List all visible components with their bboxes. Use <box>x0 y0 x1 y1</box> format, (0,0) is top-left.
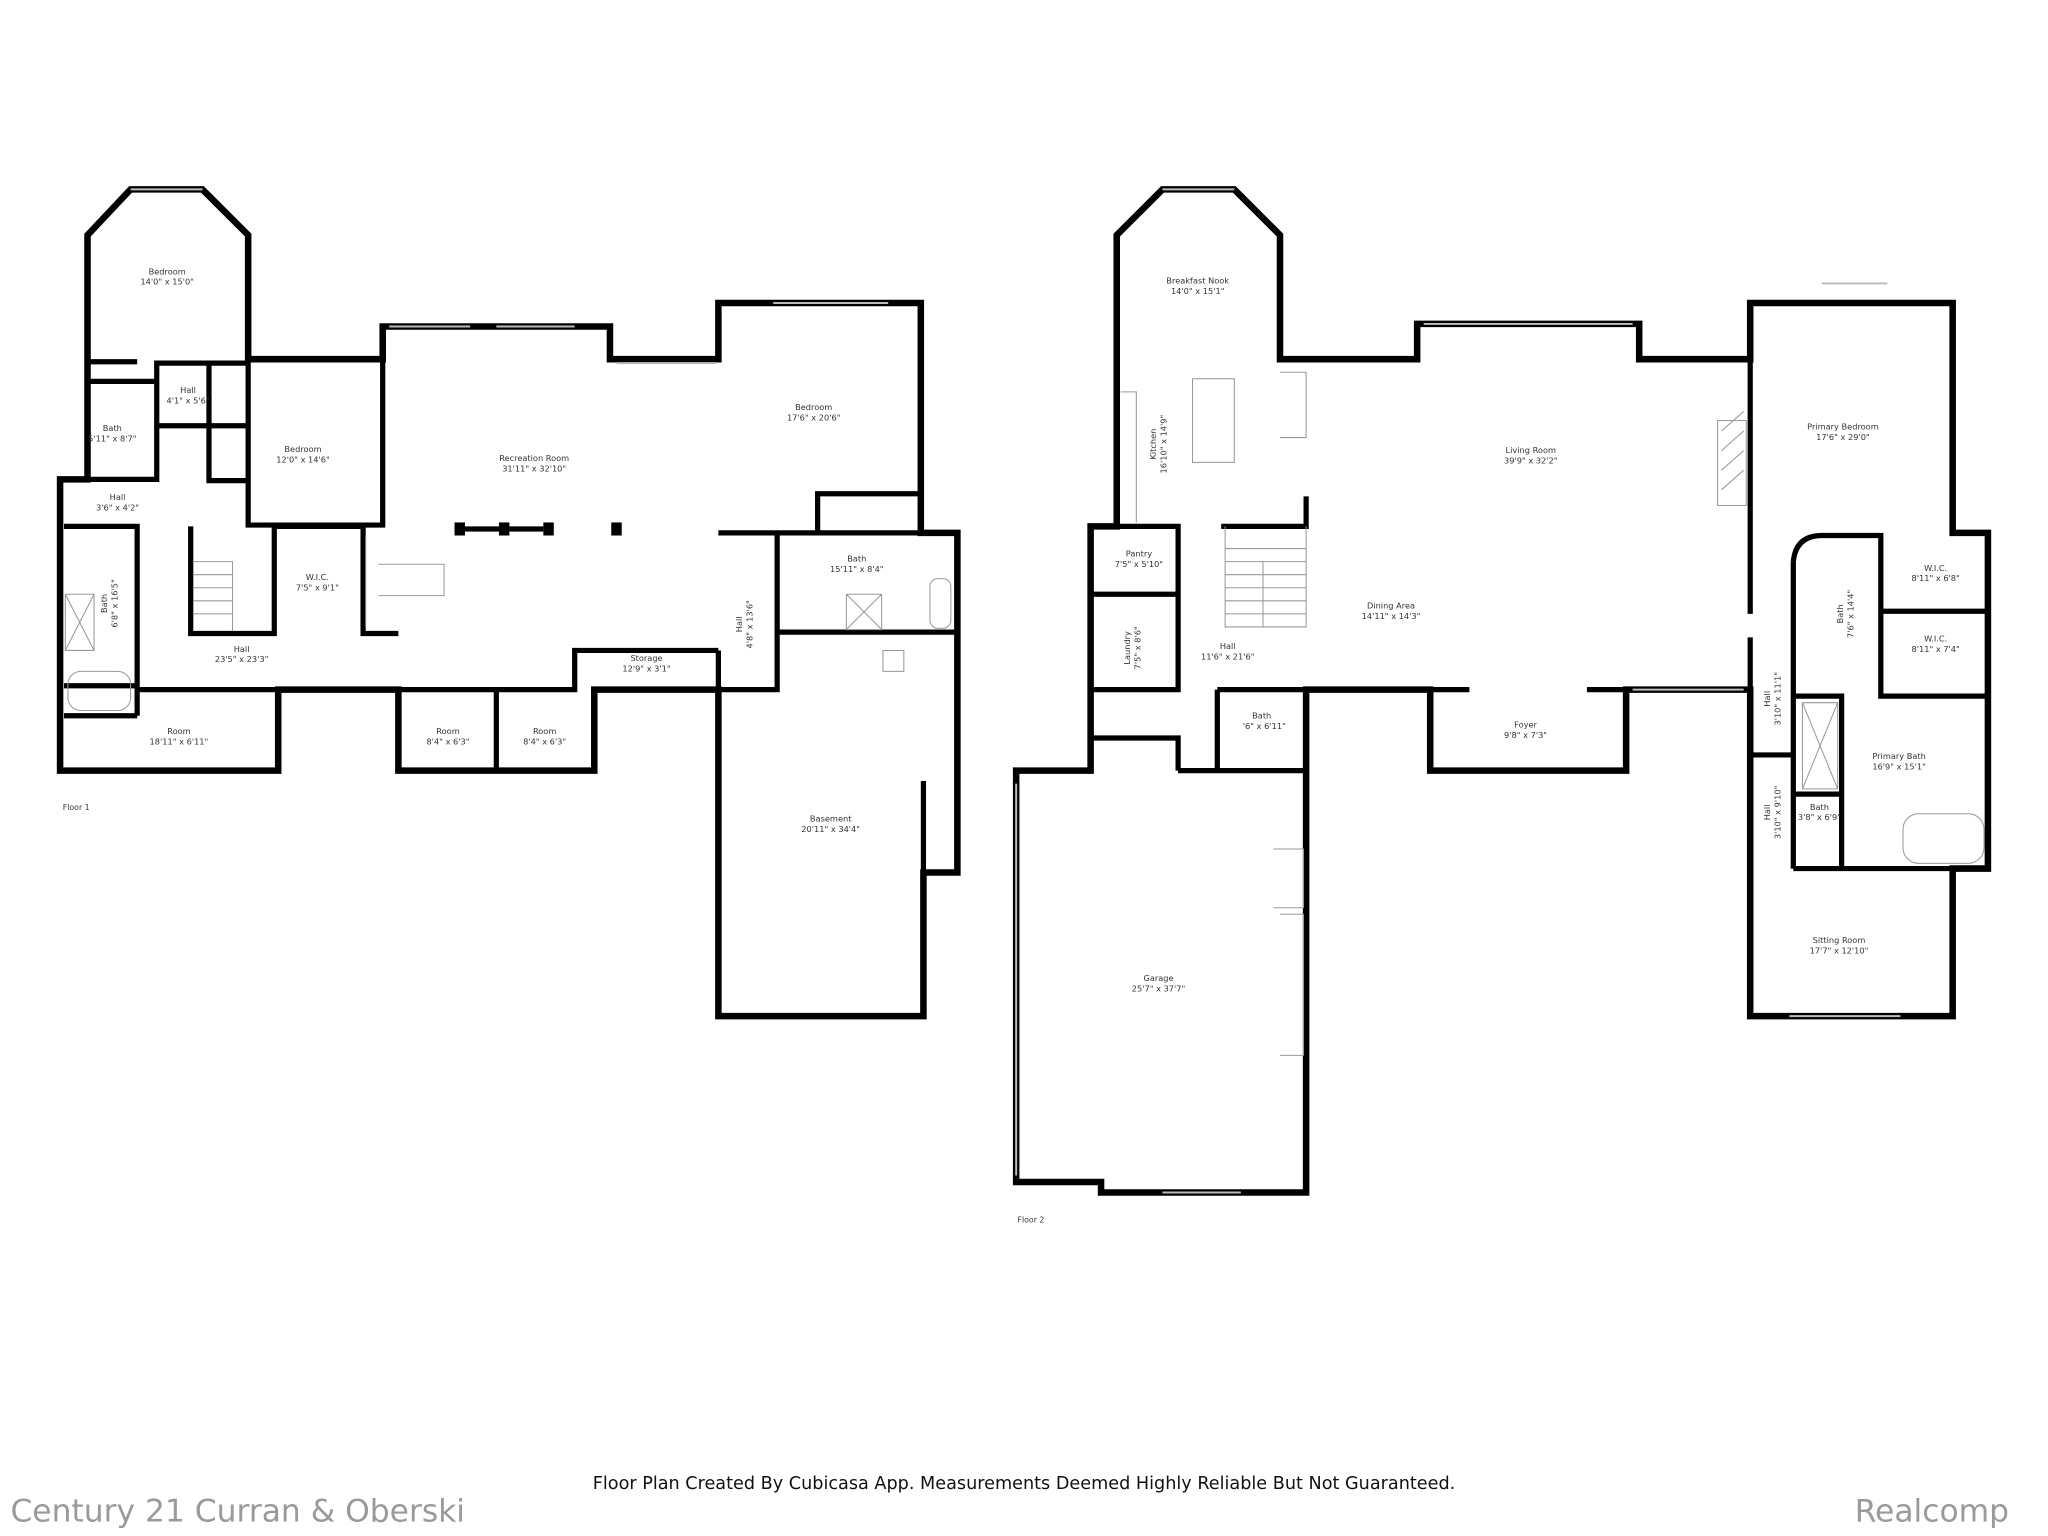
room-name: Primary Bedroom <box>1807 422 1879 432</box>
room-name: Bedroom <box>284 444 321 454</box>
room-name: Storage <box>630 653 662 663</box>
room-name: Room <box>533 726 556 736</box>
room-dims: 7'5" x 8'6" <box>1132 626 1142 669</box>
floor-1-room-labels: Bedroom 14'0" x 15'0" Hall 4'1" x 5'6" B… <box>88 266 883 834</box>
room-name: Bath <box>1835 604 1845 623</box>
floor-2-room-labels: Breakfast Nook 14'0" x 15'1" Kitchen 16'… <box>1115 275 1960 993</box>
room-dims: 3'10" x 9'10" <box>1772 786 1782 840</box>
floor-2-windows <box>1015 188 1901 1194</box>
room-dims: 9'8" x 7'3" <box>1504 730 1547 740</box>
room-name: Dining Area <box>1367 601 1415 611</box>
disclaimer-text: Floor Plan Created By Cubicasa App. Meas… <box>593 1474 1456 1494</box>
floor-1-outer-wall <box>56 186 961 1020</box>
room-dims: 7'5" x 5'10" <box>1115 559 1163 569</box>
room-dims: 4'1" x 5'6" <box>167 396 210 406</box>
room-dims: 3'10" x 11'1" <box>1772 672 1782 726</box>
room-dims: 8'4" x 6'3" <box>426 736 469 746</box>
floor-2-outer-wall <box>1012 186 1992 1196</box>
room-name: Primary Bath <box>1872 751 1925 761</box>
room-name: Hall <box>1762 805 1772 821</box>
floor-1-windows <box>130 188 889 365</box>
room-name: Hall <box>234 644 250 654</box>
watermark-brokerage: Century 21 Curran & Oberski <box>10 1494 465 1530</box>
room-dims: 23'5" x 23'3" <box>215 654 269 664</box>
room-name: Bath <box>1810 802 1829 812</box>
room-name: Bath <box>847 554 866 564</box>
room-name: Bedroom <box>795 402 832 412</box>
room-dims: 8'4" x 6'3" <box>523 736 566 746</box>
room-dims: 31'11" x 32'10" <box>502 464 566 474</box>
room-dims: 8'11" x 6'8" <box>1912 573 1960 583</box>
floor-1-interior-walls <box>63 359 958 873</box>
room-dims: 14'0" x 15'0" <box>140 277 194 287</box>
floor-2-plan: Breakfast Nook 14'0" x 15'1" Kitchen 16'… <box>1012 186 1992 1225</box>
room-dims: 25'7" x 37'7" <box>1132 983 1186 993</box>
room-name: Hall <box>1220 641 1236 651</box>
room-name: Garage <box>1143 973 1173 983</box>
room-dims: 5'11" x 8'7" <box>88 433 136 443</box>
floor-2-fixtures <box>1120 371 1985 1056</box>
room-name: Laundry <box>1122 631 1132 665</box>
room-name: Bath <box>99 594 109 613</box>
room-name: Room <box>167 726 190 736</box>
room-name: Hall <box>1762 691 1772 707</box>
room-name: Hall <box>110 492 126 502</box>
room-dims: 6'8" x 16'5" <box>110 579 120 627</box>
room-name: Bedroom <box>149 266 186 276</box>
room-name: Bath <box>1252 710 1271 720</box>
floor-2-interior-walls <box>1090 235 1988 1017</box>
room-dims: 3'6" x 4'2" <box>96 503 139 513</box>
room-name: Pantry <box>1126 548 1152 558</box>
room-dims: '6" x 6'11" <box>1243 721 1286 731</box>
room-dims: 17'6" x 29'0" <box>1816 432 1870 442</box>
floor-2-label: Floor 2 <box>1017 1216 1044 1225</box>
room-name: Kitchen <box>1148 429 1158 460</box>
room-dims: 4'8" x 13'6" <box>744 600 754 648</box>
floor-1-fixtures <box>64 522 952 712</box>
room-dims: 15'11" x 8'4" <box>830 564 884 574</box>
room-name: W.I.C. <box>1924 633 1947 643</box>
room-dims: 7'5" x 9'1" <box>296 582 339 592</box>
room-name: W.I.C. <box>1924 563 1947 573</box>
floor-1-label: Floor 1 <box>63 803 90 812</box>
room-name: Hall <box>734 616 744 632</box>
room-dims: 12'9" x 3'1" <box>622 663 670 673</box>
room-name: Bath <box>103 423 122 433</box>
room-dims: 8'11" x 7'4" <box>1912 644 1960 654</box>
room-dims: 17'7" x 12'10" <box>1810 945 1869 955</box>
room-name: Foyer <box>1514 720 1537 730</box>
room-dims: 16'10" x 14'9" <box>1158 415 1168 474</box>
room-name: Living Room <box>1506 445 1556 455</box>
room-dims: 11'6" x 21'6" <box>1201 652 1255 662</box>
room-name: Hall <box>180 385 196 395</box>
room-dims: 18'11" x 6'11" <box>150 736 209 746</box>
room-name: Basement <box>810 814 852 824</box>
room-dims: 3'8" x 6'9" <box>1798 812 1841 822</box>
room-name: Breakfast Nook <box>1166 275 1229 285</box>
room-dims: 20'11" x 34'4" <box>801 824 860 834</box>
room-dims: 16'9" x 15'1" <box>1872 761 1926 771</box>
room-name: Recreation Room <box>499 453 569 463</box>
room-name: Room <box>436 726 459 736</box>
room-name: Sitting Room <box>1813 935 1866 945</box>
room-dims: 14'0" x 15'1" <box>1171 286 1225 296</box>
room-dims: 12'0" x 14'6" <box>276 454 330 464</box>
room-dims: 39'9" x 32'2" <box>1504 456 1558 466</box>
room-name: W.I.C. <box>306 572 329 582</box>
floor-1-plan: Bedroom 14'0" x 15'0" Hall 4'1" x 5'6" B… <box>56 186 961 1020</box>
room-dims: 7'6" x 14'4" <box>1845 590 1855 638</box>
room-dims: 14'11" x 14'3" <box>1362 611 1421 621</box>
watermark-realcomp: Realcomp <box>1855 1494 2009 1530</box>
room-dims: 17'6" x 20'6" <box>787 413 841 423</box>
